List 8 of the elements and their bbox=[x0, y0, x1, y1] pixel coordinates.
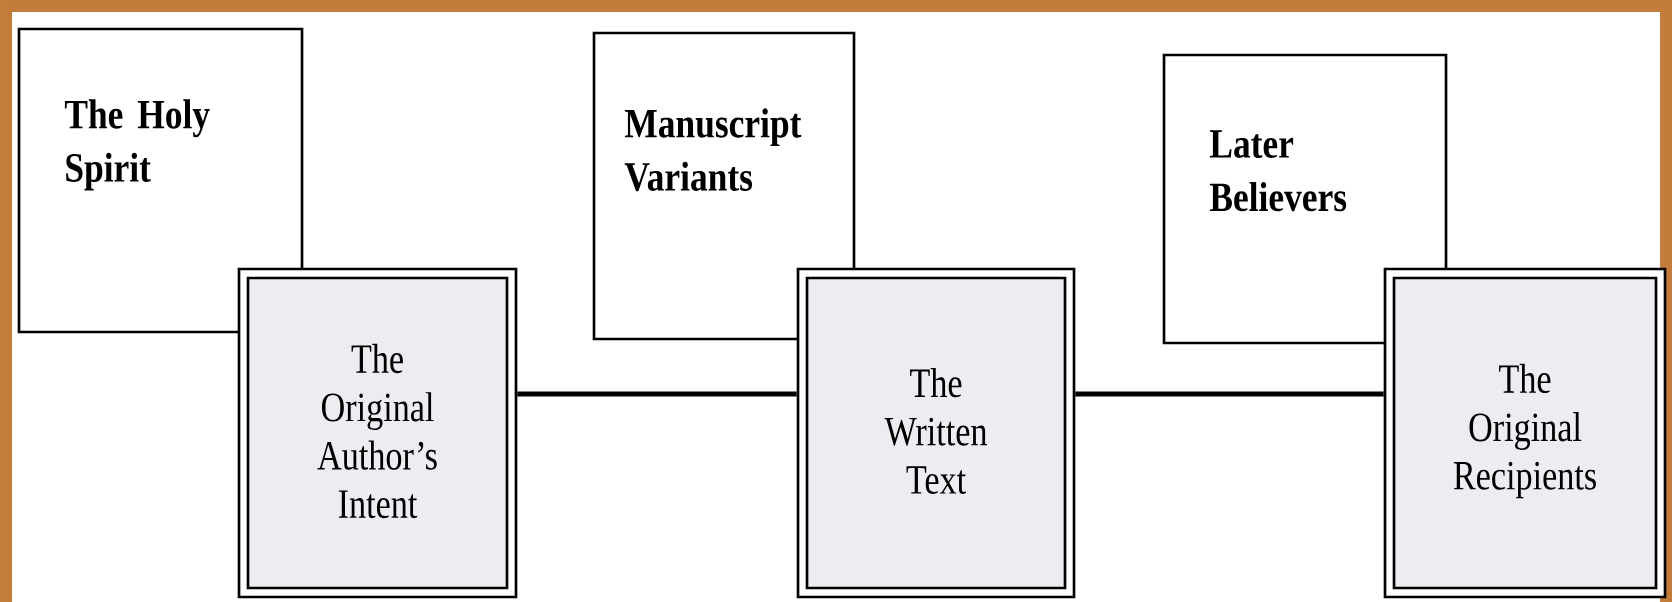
double-box: The Original Author’s Intent bbox=[237, 267, 518, 599]
double-box: The Original Recipients bbox=[1383, 267, 1667, 599]
text-box: The Holy Spirit bbox=[17, 27, 304, 334]
connector-line bbox=[517, 391, 797, 397]
text-box: Manuscript Variants bbox=[592, 31, 856, 341]
connector-line bbox=[1075, 391, 1384, 397]
text-box: Later Believers bbox=[1162, 53, 1448, 345]
double-box: The Written Text bbox=[796, 267, 1076, 599]
